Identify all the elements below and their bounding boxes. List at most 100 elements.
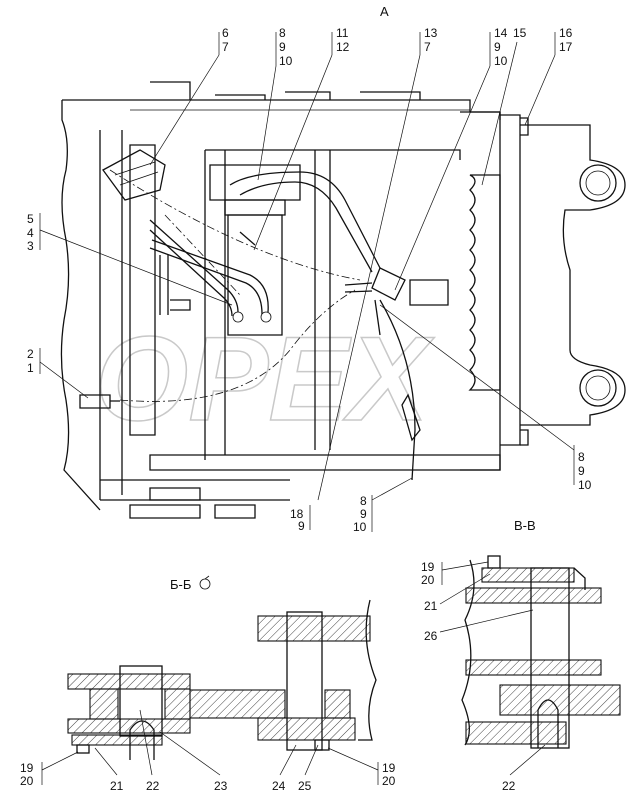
section-vv: В-В xyxy=(461,518,621,749)
watermark-text: OPEX xyxy=(95,312,435,446)
callout-3: 3 xyxy=(27,239,34,253)
callout-25: 25 xyxy=(298,779,312,793)
hose-left-2 xyxy=(149,239,269,315)
callout-22-vv: 22 xyxy=(502,779,516,793)
callouts-main: 6 7 8 9 10 11 12 13 7 14 9 10 15 16 17 5 xyxy=(27,26,592,534)
callout-10-right: 10 xyxy=(578,478,592,492)
hose-down xyxy=(379,299,416,481)
callout-18: 18 xyxy=(290,507,304,521)
top-brackets xyxy=(150,81,421,100)
main-view-a: А xyxy=(60,4,626,519)
vv-pin-hole xyxy=(537,699,559,748)
radiator-fins xyxy=(468,174,501,391)
callout-16: 16 xyxy=(559,26,573,40)
vv-mid-plate xyxy=(465,659,602,676)
callout-7: 7 xyxy=(222,40,229,54)
callout-11: 11 xyxy=(336,26,349,40)
vv-upper-plate xyxy=(465,587,602,604)
callout-23: 23 xyxy=(214,779,228,793)
centerline-2 xyxy=(119,289,356,402)
callout-5: 5 xyxy=(27,212,34,226)
callout-1: 1 xyxy=(27,361,34,375)
bb-break-line xyxy=(358,599,377,741)
tee-fitting xyxy=(371,267,406,301)
rotation-arrow xyxy=(204,575,210,580)
bb-block-right xyxy=(164,688,191,720)
left-fitting xyxy=(79,394,120,409)
eye-upper-inner xyxy=(585,170,611,196)
bb-block-right2 xyxy=(324,689,351,719)
hose-clamp xyxy=(401,393,421,442)
callout-15: 15 xyxy=(513,26,527,40)
bb-lower-plate xyxy=(257,717,356,741)
callout-9c: 9 xyxy=(298,519,305,533)
hose-upper-2 xyxy=(239,181,373,273)
rotation-icon xyxy=(199,578,211,590)
callout-19-vv: 19 xyxy=(421,560,435,574)
hose-upper-1 xyxy=(229,171,381,269)
upper-left-bracket xyxy=(102,149,166,201)
vv-chamfer xyxy=(573,567,586,590)
callout-9-right: 9 xyxy=(578,464,585,478)
callout-14: 14 xyxy=(494,26,508,40)
vv-bolt xyxy=(487,555,501,569)
callout-2: 2 xyxy=(27,347,34,361)
mounting-plate xyxy=(500,114,521,446)
bb-pin-24 xyxy=(286,611,323,751)
callout-8-right: 8 xyxy=(578,450,585,464)
left-plate xyxy=(129,144,156,436)
hose-mid xyxy=(344,282,373,293)
section-bb-title: Б-Б xyxy=(170,577,191,592)
watermark: OPEX xyxy=(94,311,436,447)
callout-21-vv: 21 xyxy=(424,599,438,613)
callout-19-bb-left: 19 xyxy=(20,761,34,775)
eye-lower-outer xyxy=(579,369,617,407)
section-bb: Б-Б xyxy=(67,575,377,760)
centerline-1 xyxy=(109,169,361,281)
callout-7b: 7 xyxy=(424,40,431,54)
bb-block-left xyxy=(89,688,119,720)
vv-top-cap xyxy=(481,567,575,583)
bb-pin-25 xyxy=(314,739,330,751)
callout-19-bb-right: 19 xyxy=(382,761,396,775)
callout-9-bottom: 9 xyxy=(360,507,367,521)
centerline-3 xyxy=(164,214,241,296)
callout-20-bb-left: 20 xyxy=(20,774,34,788)
cylinder-pin xyxy=(239,231,256,246)
callout-8-bottom: 8 xyxy=(360,494,367,508)
bb-bottom-plate xyxy=(67,718,191,734)
callout-12: 12 xyxy=(336,40,350,54)
side-plate xyxy=(460,111,501,471)
cylinder-cap xyxy=(224,199,286,216)
bb-top-plate xyxy=(67,673,191,690)
callout-10-bottom: 10 xyxy=(353,520,367,534)
bb-bolt-head xyxy=(76,744,90,754)
callout-9b: 9 xyxy=(494,40,501,54)
vv-bottom-plate xyxy=(465,721,567,745)
callout-8-top: 8 xyxy=(279,26,286,40)
left-hose-rod xyxy=(159,255,191,315)
fitting-stem xyxy=(374,299,381,336)
valve-block xyxy=(209,164,301,201)
bb-upper-plate xyxy=(257,615,371,642)
callout-24: 24 xyxy=(272,779,286,793)
break-line-left xyxy=(60,100,101,511)
callout-9-top: 9 xyxy=(279,40,286,54)
callout-4: 4 xyxy=(27,226,34,240)
cylinder-body xyxy=(227,214,283,336)
bottom-feet xyxy=(129,504,256,519)
vv-lower-block xyxy=(499,684,621,716)
callout-22-bb: 22 xyxy=(146,779,160,793)
eye-upper-outer xyxy=(579,164,617,202)
callout-20-bb-right: 20 xyxy=(382,774,396,788)
right-valve xyxy=(409,279,449,306)
callout-20-vv: 20 xyxy=(421,573,435,587)
bottom-cross xyxy=(149,454,501,471)
callout-26: 26 xyxy=(424,629,438,643)
bb-rod-23 xyxy=(189,689,286,719)
section-vv-title: В-В xyxy=(514,518,536,533)
callout-10-top: 10 xyxy=(279,54,293,68)
upper-left-bolts xyxy=(114,161,159,186)
callout-21-bb: 21 xyxy=(110,779,124,793)
